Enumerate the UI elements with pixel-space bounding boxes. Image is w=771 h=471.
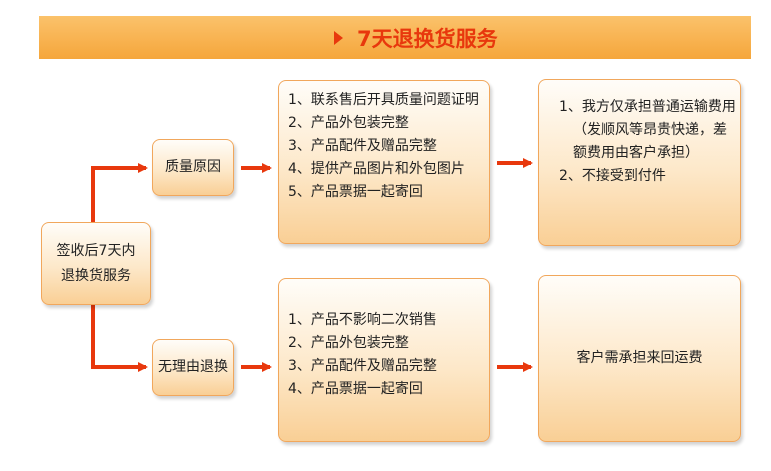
reason-node-no-reason: 无理由退换	[152, 339, 234, 396]
condition-item: 1、联系售后开具质量问题证明	[288, 92, 479, 108]
condition-item: 4、提供产品图片和外包图片	[288, 161, 465, 177]
result-node-quality: 1、我方仅承担普通运输费用 （发顺风等昂贵快递，差 额费用由客户承担） 2、不接…	[538, 79, 741, 246]
result-line: 额费用由客户承担）	[573, 145, 699, 161]
condition-item: 3、产品配件及赠品完整	[288, 358, 437, 374]
result-line: 2、不接受到付件	[559, 168, 666, 184]
title-banner: 7天退换货服务	[39, 16, 751, 59]
result-node-no-reason: 客户需承担来回运费	[538, 275, 741, 442]
branch-connector-top	[91, 163, 148, 222]
condition-item: 1、产品不影响二次销售	[288, 312, 437, 328]
reason-label: 无理由退换	[158, 359, 228, 375]
condition-item: 5、产品票据一起寄回	[288, 184, 423, 200]
branch-connector-bottom	[91, 305, 148, 372]
root-line-1: 签收后7天内	[56, 242, 136, 259]
conditions-node-quality: 1、联系售后开具质量问题证明 2、产品外包装完整 3、产品配件及赠品完整 4、提…	[278, 80, 490, 244]
condition-item: 3、产品配件及赠品完整	[288, 138, 437, 154]
condition-item: 4、产品票据一起寄回	[288, 381, 423, 397]
reason-node-quality: 质量原因	[152, 139, 234, 196]
page-title: 7天退换货服务	[357, 27, 498, 51]
reason-label: 质量原因	[165, 159, 221, 175]
conditions-node-no-reason: 1、产品不影响二次销售 2、产品外包装完整 3、产品配件及赠品完整 4、产品票据…	[278, 278, 490, 442]
result-line: 1、我方仅承担普通运输费用	[559, 99, 736, 115]
play-arrow-icon	[334, 31, 343, 45]
result-line: 客户需承担来回运费	[576, 350, 703, 366]
condition-item: 2、产品外包装完整	[288, 335, 409, 351]
result-line: （发顺风等昂贵快递，差	[573, 122, 727, 138]
condition-item: 2、产品外包装完整	[288, 115, 409, 131]
root-line-2: 退换货服务	[60, 267, 131, 284]
root-node: 签收后7天内 退换货服务	[41, 222, 151, 305]
